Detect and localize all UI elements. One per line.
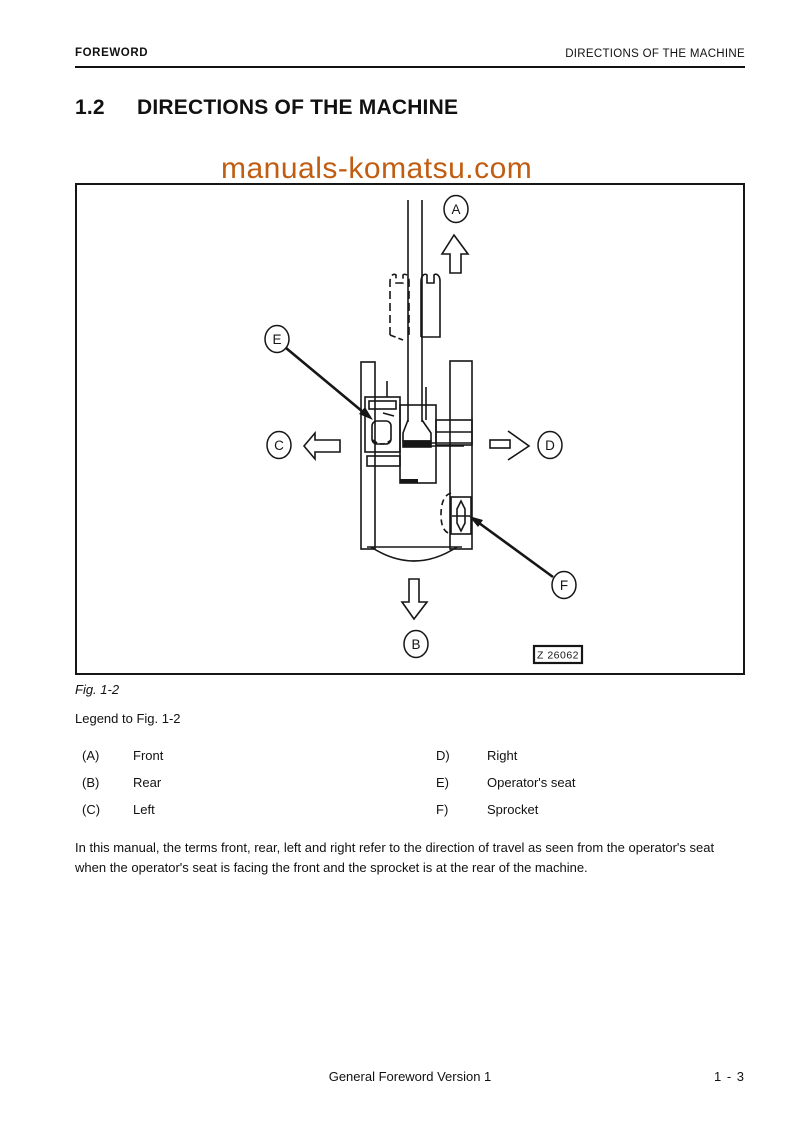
- section-number: 1.2: [75, 96, 105, 119]
- callout-right-label: D: [545, 438, 555, 453]
- leader-sprocket: [469, 516, 554, 579]
- header-section: DIRECTIONS OF THE MACHINE: [565, 48, 745, 60]
- legend-label: Left: [133, 802, 155, 817]
- header-chapter: FOREWORD: [75, 47, 149, 59]
- legend-label: Rear: [133, 775, 162, 790]
- callout-left-label: C: [274, 438, 284, 453]
- boom: [407, 200, 423, 422]
- callout-sprocket: F: [551, 570, 577, 600]
- callout-rear-label: B: [411, 637, 420, 652]
- legend-key: (A): [82, 748, 100, 763]
- legend-heading: Legend to Fig. 1-2: [75, 711, 181, 726]
- operator-seat: [364, 396, 401, 467]
- legend-key: (B): [82, 775, 100, 790]
- footer-page-number: 1 - 3: [713, 1069, 745, 1084]
- machine-diagram: A B C D E: [264, 194, 584, 665]
- callout-rear: B: [403, 629, 429, 659]
- right-track: [449, 360, 473, 550]
- legend-key: D): [436, 748, 450, 763]
- callout-front-label: A: [451, 202, 460, 217]
- callouts: A B C D E: [264, 194, 577, 659]
- legend-row: (A) Front D) Right: [75, 742, 745, 769]
- callout-sprocket-label: F: [560, 578, 568, 593]
- callout-operator-seat-label: E: [272, 332, 281, 347]
- legend-key: F): [436, 802, 449, 817]
- section-title-text: DIRECTIONS OF THE MACHINE: [137, 96, 459, 119]
- drawing-number: Z 26062: [537, 650, 579, 662]
- watermark: manuals-komatsu.com: [221, 152, 533, 185]
- footer-version: General Foreword Version 1: [328, 1069, 492, 1084]
- arrow-right: [489, 430, 531, 461]
- header-rule: [75, 66, 745, 68]
- legend-table: (A) Front D) Right (B) Rear E) Operator'…: [75, 742, 745, 823]
- figure-caption: Fig. 1-2: [75, 682, 120, 697]
- legend-row: (C) Left F) Sprocket: [75, 796, 745, 823]
- leader-operator-seat: [285, 347, 373, 420]
- callout-left: C: [266, 430, 292, 460]
- figure-panel: A B C D E: [75, 183, 745, 675]
- arrow-front: [440, 233, 470, 274]
- callout-front: A: [443, 194, 469, 224]
- body-paragraph: In this manual, the terms front, rear, l…: [75, 840, 715, 875]
- legend-label: Right: [487, 748, 518, 763]
- arrow-left: [302, 430, 341, 462]
- legend-label: Front: [133, 748, 164, 763]
- sprocket: [440, 492, 472, 535]
- bucket: [389, 273, 441, 341]
- section-title: 1.2 DIRECTIONS OF THE MACHINE: [75, 96, 745, 120]
- legend-key: (C): [82, 802, 101, 817]
- counterweight-curve: [370, 546, 458, 562]
- legend-key: E): [436, 775, 449, 790]
- arrow-rear: [400, 578, 429, 621]
- callout-operator-seat: E: [264, 324, 290, 354]
- boom-mount: [402, 419, 432, 448]
- legend-label: Sprocket: [487, 802, 539, 817]
- drawing-number-box: Z 26062: [532, 644, 584, 665]
- callout-right: D: [537, 430, 563, 460]
- legend-row: (B) Rear E) Operator's seat: [75, 769, 745, 796]
- legend-label: Operator's seat: [487, 775, 576, 790]
